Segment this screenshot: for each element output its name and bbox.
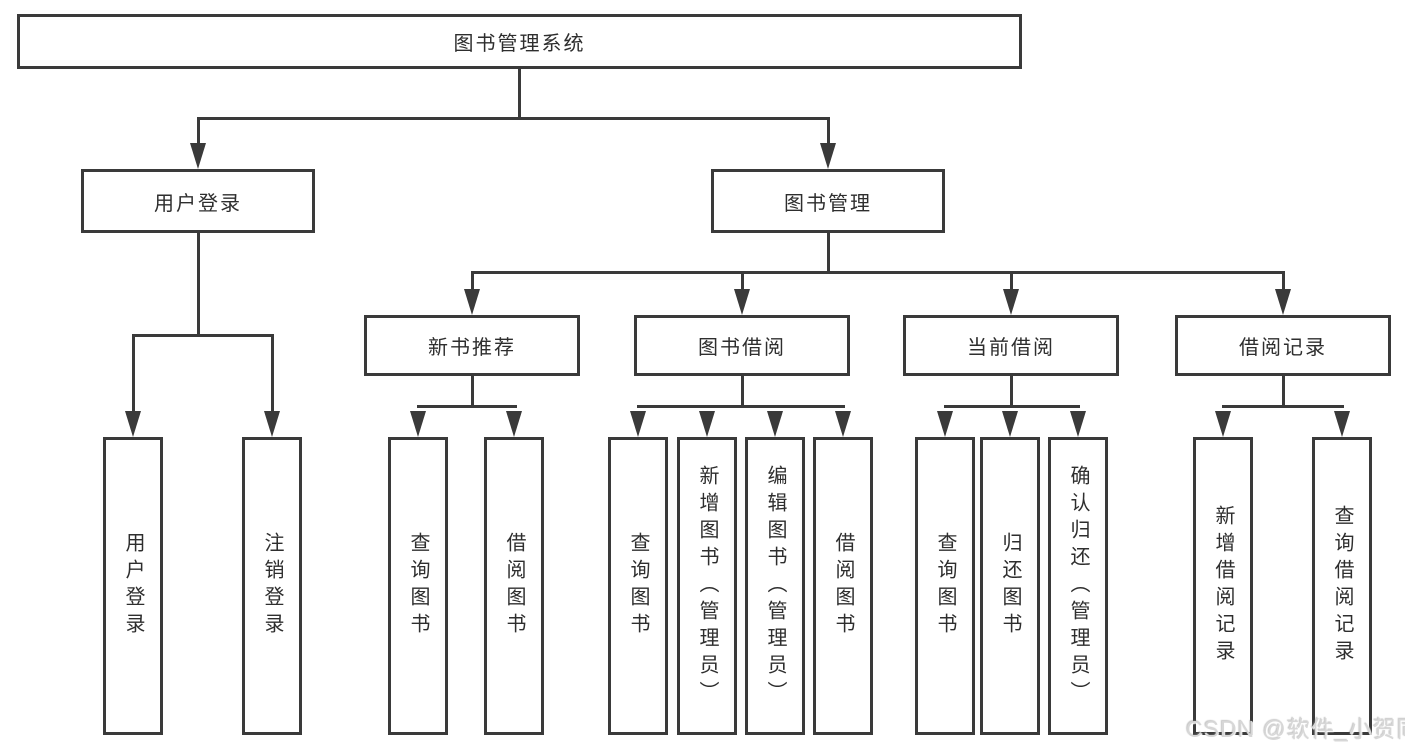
arrow-down-icon — [1275, 289, 1291, 315]
connector — [471, 271, 474, 295]
leaf-nbr-query-books: 查询图书 — [388, 437, 448, 735]
leaf-bb-edit-books-admin: 编辑图书（管理员） — [745, 437, 805, 735]
node-current-borrow: 当前借阅 — [903, 315, 1119, 376]
leaf-bb-add-books-admin-label: 新增图书（管理员） — [696, 464, 718, 708]
leaf-nbr-borrow-books-label: 借阅图书 — [503, 532, 525, 640]
connector — [417, 405, 517, 408]
connector — [471, 376, 474, 408]
node-book-borrow: 图书借阅 — [634, 315, 850, 376]
connector — [1282, 376, 1285, 408]
arrow-down-icon — [464, 289, 480, 315]
node-new-book-recommend-label: 新书推荐 — [428, 337, 516, 359]
arrow-down-icon — [767, 411, 783, 437]
connector — [1010, 376, 1013, 408]
connector — [518, 69, 521, 119]
connector — [471, 271, 1285, 274]
connector — [827, 117, 830, 149]
node-book-management-label: 图书管理 — [784, 192, 872, 215]
leaf-user-login: 用户登录 — [103, 437, 163, 735]
arrow-down-icon — [410, 411, 426, 437]
leaf-br-add-record-label: 新增借阅记录 — [1212, 505, 1234, 667]
node-borrow-records-label: 借阅记录 — [1239, 337, 1327, 359]
leaf-bb-borrow-books-label: 借阅图书 — [832, 532, 854, 640]
csdn-watermark: CSDN @软件_小贺同学 — [1186, 716, 1405, 742]
leaf-br-query-record-label: 查询借阅记录 — [1331, 505, 1353, 667]
connector — [197, 117, 200, 149]
leaf-bb-query-books-label: 查询图书 — [627, 532, 649, 640]
node-root-label: 图书管理系统 — [453, 33, 586, 55]
connector — [197, 233, 200, 337]
node-book-management: 图书管理 — [711, 169, 945, 233]
connector — [1282, 271, 1285, 295]
arrow-down-icon — [125, 411, 141, 437]
arrow-down-icon — [1003, 289, 1019, 315]
leaf-bb-edit-books-admin-label: 编辑图书（管理员） — [764, 464, 786, 708]
arrow-down-icon — [630, 411, 646, 437]
arrow-down-icon — [820, 143, 836, 169]
leaf-logout-label: 注销登录 — [261, 532, 283, 640]
arrow-down-icon — [1002, 411, 1018, 437]
connector — [132, 334, 274, 337]
leaf-nbr-borrow-books: 借阅图书 — [484, 437, 544, 735]
node-user-login: 用户登录 — [81, 169, 315, 233]
connector — [1010, 271, 1013, 295]
leaf-cb-query-books-label: 查询图书 — [934, 532, 956, 640]
leaf-user-login-label: 用户登录 — [122, 532, 144, 640]
leaf-br-add-record: 新增借阅记录 — [1193, 437, 1253, 735]
node-current-borrow-label: 当前借阅 — [967, 337, 1055, 359]
leaf-nbr-query-books-label: 查询图书 — [407, 532, 429, 640]
arrow-down-icon — [835, 411, 851, 437]
leaf-cb-confirm-return-admin-label: 确认归还（管理员） — [1067, 464, 1089, 708]
arrow-down-icon — [264, 411, 280, 437]
leaf-cb-confirm-return-admin: 确认归还（管理员） — [1048, 437, 1108, 735]
leaf-cb-return-books: 归还图书 — [980, 437, 1040, 735]
arrow-down-icon — [506, 411, 522, 437]
node-root: 图书管理系统 — [17, 14, 1022, 69]
leaf-cb-query-books: 查询图书 — [915, 437, 975, 735]
connector — [271, 334, 274, 414]
leaf-bb-add-books-admin: 新增图书（管理员） — [677, 437, 737, 735]
connector — [827, 233, 830, 274]
connector — [1222, 405, 1344, 408]
arrow-down-icon — [734, 289, 750, 315]
arrow-down-icon — [1334, 411, 1350, 437]
node-book-borrow-label: 图书借阅 — [698, 337, 786, 359]
leaf-cb-return-books-label: 归还图书 — [999, 532, 1021, 640]
leaf-bb-query-books: 查询图书 — [608, 437, 668, 735]
connector — [132, 334, 135, 414]
arrow-down-icon — [1215, 411, 1231, 437]
connector — [741, 376, 744, 408]
leaf-logout: 注销登录 — [242, 437, 302, 735]
leaf-bb-borrow-books: 借阅图书 — [813, 437, 873, 735]
arrow-down-icon — [937, 411, 953, 437]
arrow-down-icon — [699, 411, 715, 437]
connector — [637, 405, 845, 408]
connector — [741, 271, 744, 295]
arrow-down-icon — [1070, 411, 1086, 437]
leaf-br-query-record: 查询借阅记录 — [1312, 437, 1372, 735]
node-user-login-label: 用户登录 — [154, 192, 242, 215]
connector — [197, 117, 830, 120]
connector — [944, 405, 1080, 408]
node-borrow-records: 借阅记录 — [1175, 315, 1391, 376]
node-new-book-recommend: 新书推荐 — [364, 315, 580, 376]
arrow-down-icon — [190, 143, 206, 169]
